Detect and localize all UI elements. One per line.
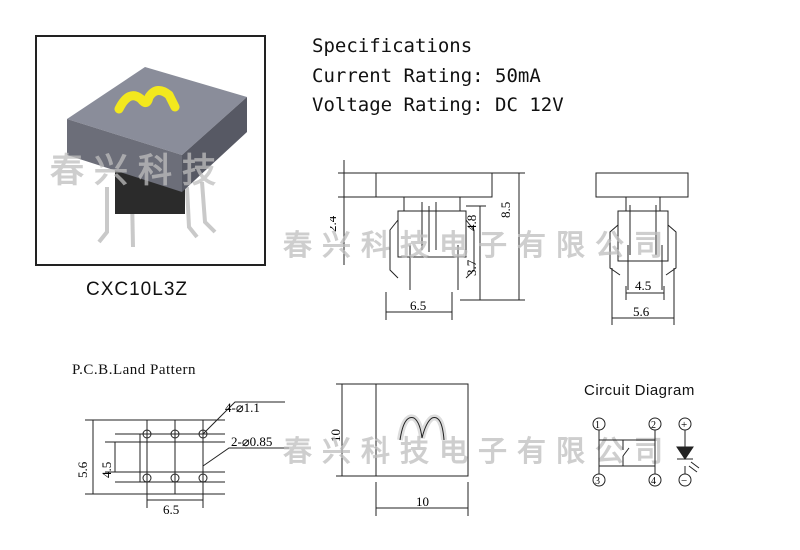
top-dim-w: 10	[416, 494, 429, 509]
pcb-land-pattern: 4-⌀1.1 2-⌀0.85 5.6 4.5 6.5	[75, 400, 289, 517]
pin3-label: 3	[595, 476, 600, 487]
dim-outer: 5.6	[633, 304, 650, 319]
circuit-diagram: 1 2 3 4 + −	[592, 417, 700, 487]
pin2-label: 2	[651, 420, 656, 431]
dim-pitch: 6.5	[410, 298, 426, 313]
product-photo-frame	[35, 35, 266, 266]
product-illustration	[67, 67, 247, 248]
watermark-long-1: 春兴科技电子有限公司	[283, 228, 674, 262]
specifications: Specifications Current Rating: 50mA Volt…	[312, 32, 564, 121]
switch-cap-front	[67, 119, 182, 192]
pin1-label: 1	[595, 420, 600, 431]
switch-pins	[97, 181, 217, 248]
switch-cap-top	[67, 67, 247, 155]
pcb-dim-inner: 4.5	[99, 462, 114, 478]
specs-current: Current Rating: 50mA	[312, 64, 541, 87]
pcb-dim-outer: 5.6	[75, 461, 90, 478]
pcb-title: P.C.B.Land Pattern	[72, 362, 196, 378]
dim-inner: 4.5	[635, 278, 651, 293]
pin4-label: 4	[651, 476, 656, 487]
top-view-drawing: 10 10	[330, 383, 469, 516]
led-minus-label: −	[681, 475, 687, 487]
side-view-drawing: 2.4 8.5 4.8 3.7 6.5	[330, 160, 525, 320]
specs-heading: Specifications	[312, 35, 473, 57]
led-plus-label: +	[681, 419, 687, 431]
circuit-title: Circuit Diagram	[584, 382, 695, 399]
dim-total: 8.5	[498, 202, 513, 218]
specs-voltage: Voltage Rating: DC 12V	[312, 94, 564, 116]
pcb-dim-pitch: 6.5	[163, 502, 179, 517]
hole-small-label: 2-⌀0.85	[231, 434, 272, 449]
watermark-short: 春兴科技	[50, 151, 226, 191]
top-dim-h: 10	[330, 429, 343, 442]
model-label: CXC10L3Z	[86, 279, 188, 300]
hole-large-label: 4-⌀1.1	[225, 400, 260, 415]
switch-cap-side	[182, 97, 247, 192]
cap-logo-icon	[114, 86, 180, 114]
dim-lower: 3.7	[464, 259, 479, 276]
end-view-drawing: 4.5 5.6	[595, 172, 689, 325]
dim-mid: 4.8	[464, 215, 479, 231]
dim-cap: 2.4	[330, 215, 339, 232]
